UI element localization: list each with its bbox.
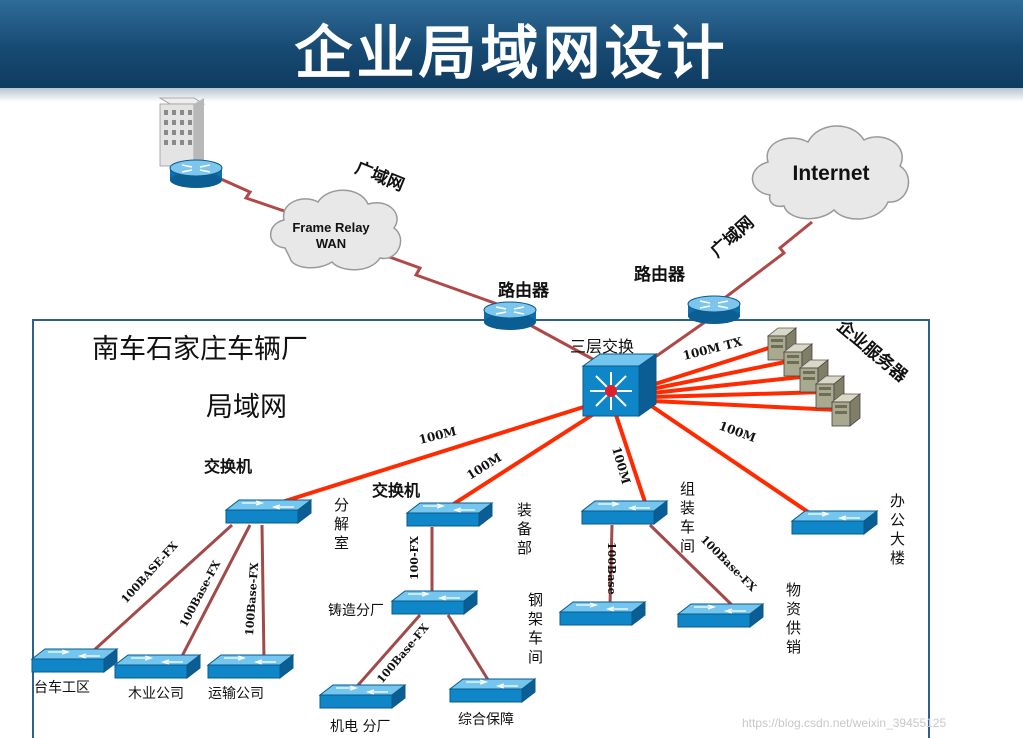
dept-label-jidian: 机电 分厂 [330,719,390,735]
dept-label-fenjie: 分解室 [334,496,349,552]
switch-icon [581,500,668,525]
title-bar [0,0,1023,88]
core-switch-label: 三层交换 [570,337,634,356]
switch-label: 交换机 [204,457,252,476]
lan-name-label: 南车石家庄车辆厂 [92,334,308,365]
router-icon [687,295,741,325]
switch-label: 交换机 [372,481,420,500]
switch-icon [677,603,764,628]
watermark-text: https://blog.csdn.net/weixin_39455125 [742,716,946,730]
internet-label: Internet [792,162,869,185]
switch-icon [391,590,478,615]
link-label-fx: 100Base-FX [698,533,759,594]
lan-label: 局域网 [206,392,287,423]
switch-icon [791,510,878,535]
router-core-link-2 [647,320,706,364]
link-label-fx: 100-FX [408,536,421,580]
frame-relay-cloud [269,189,402,271]
dept-label-taiche: 台车工区 [34,679,90,696]
router-label-left: 路由器 [498,280,550,301]
dept-label-gangjia: 钢架车间 [528,591,543,666]
wan-links [211,173,813,307]
switch-icon [31,648,118,673]
router-icon [483,301,537,331]
page-title: 企业局域网设计 [294,19,729,87]
dept-label-bangong: 办公大楼 [890,492,905,567]
switch-icon [559,601,646,626]
link-label-fx: 100Base [605,542,618,595]
switch-icon [449,678,536,703]
switch-icon [114,654,201,679]
lan-boundary [32,319,930,738]
wan-label-left: 广域网 [352,157,407,196]
frame-relay-wan-label: WAN [316,236,346,251]
link-label-fx: 100Base-FX [243,562,261,637]
dept-label-zuzhuang: 组装车间 [680,480,695,555]
frame-relay-label: Frame Relay [292,220,370,235]
dept-label-muye: 木业公司 [128,686,184,702]
access-links [90,523,737,693]
router-label-right: 路由器 [634,264,686,285]
server-icon [831,393,861,427]
switch-icon [207,654,294,679]
switch-icon [406,502,493,527]
link-label-fx: 100Base-FX [374,621,431,686]
link-label-100m: 100M [717,419,758,445]
switch-icon [225,499,312,524]
dept-label-zonghe: 综合保障 [458,712,514,728]
dept-label-zhuangbei: 装备部 [517,501,532,557]
wan-label-right: 广域网 [706,212,758,262]
title-bar-shadow [0,88,1023,102]
layer3-switch-icon [581,353,658,417]
dept-label-zhuzao: 铸造分厂 [328,603,384,619]
remote-router-icon [169,159,223,189]
link-label-fx: 100BASE-FX [119,539,181,606]
link-label-100m: 100M [417,424,458,447]
router-core-link [529,323,599,364]
switch-icon [319,684,406,709]
internet-cloud [751,125,910,220]
dept-label-yunshu: 运输公司 [208,686,264,702]
trunk-links [281,344,839,514]
remote-building-icon [158,97,206,167]
dept-label-wuzi: 物资供销 [786,581,801,656]
